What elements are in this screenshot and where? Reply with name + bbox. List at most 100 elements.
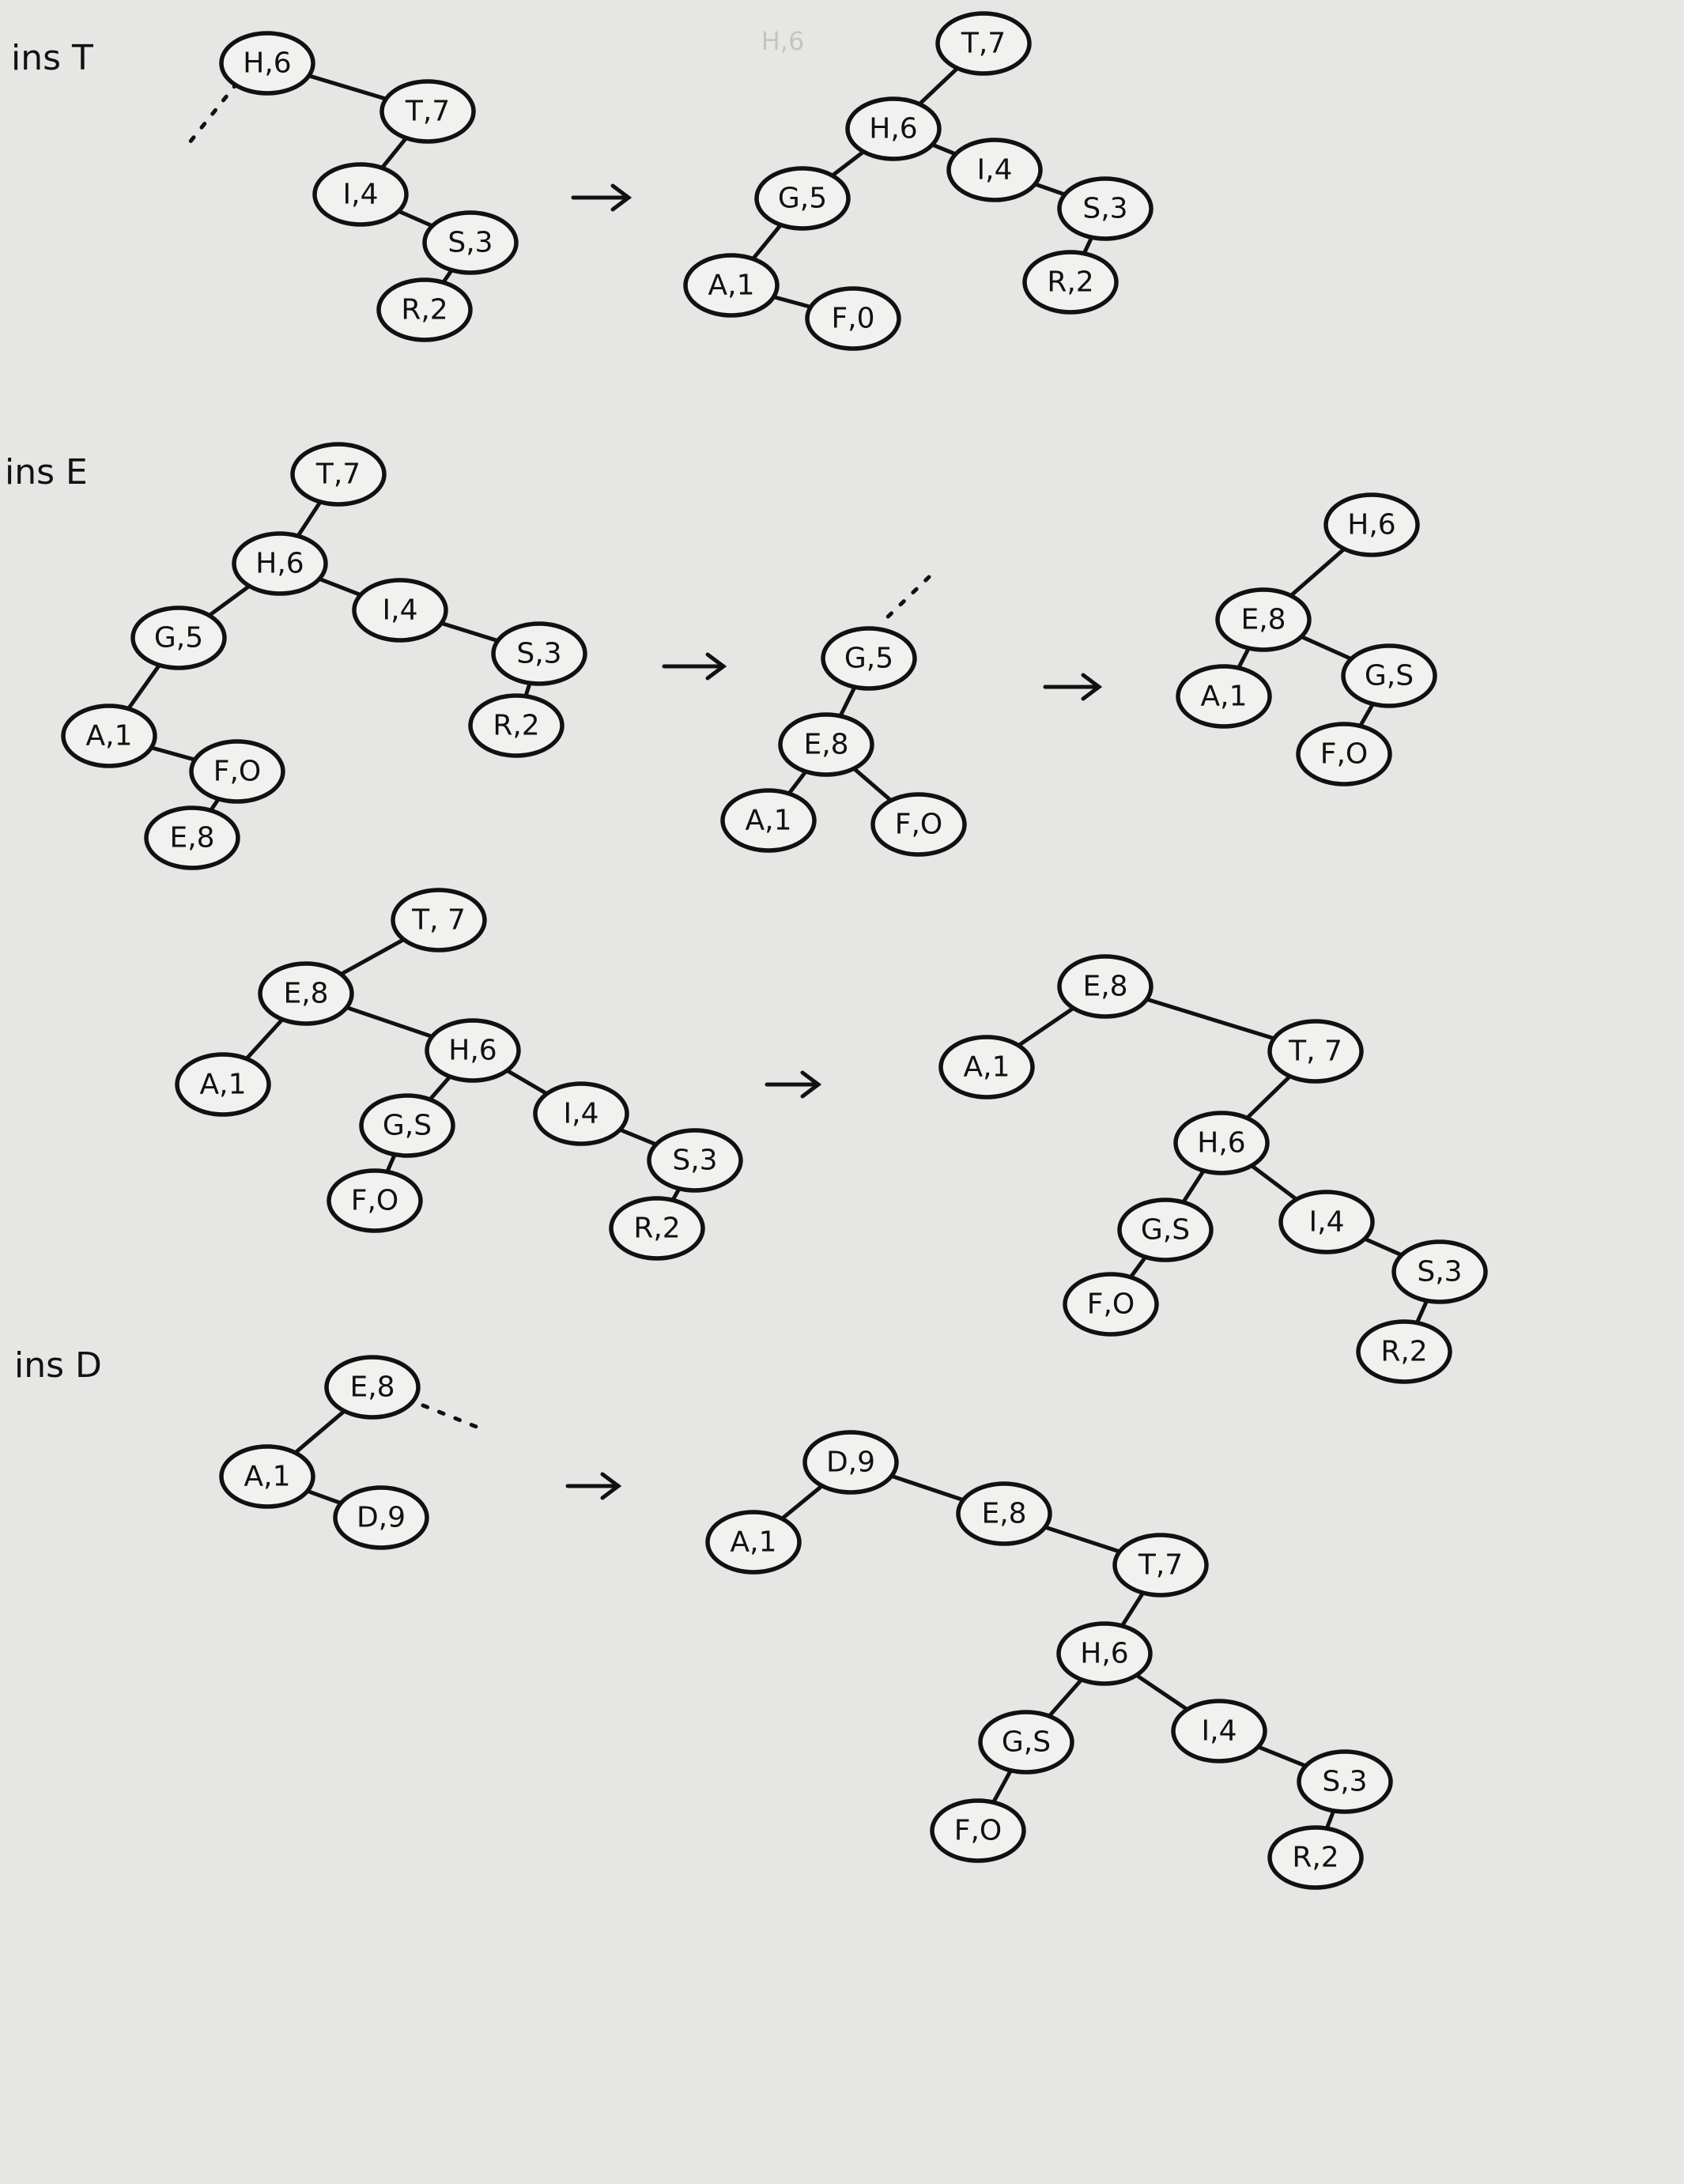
node-label: E,8: [283, 978, 328, 1010]
tree-insT-before: H,6T,7I,4S,3R,2: [219, 31, 519, 342]
tree-node-e8: E,8: [324, 1355, 421, 1420]
node-label: R,2: [493, 710, 539, 742]
tree-node-d9: D,9: [802, 1430, 899, 1495]
node-ellipse: [1278, 1190, 1375, 1254]
node-ellipse: [956, 1481, 1052, 1546]
right-arrow-icon: [565, 1472, 622, 1500]
node-label: G,5: [154, 622, 203, 654]
node-ellipse: [1117, 1198, 1214, 1262]
node-ellipse: [1341, 643, 1437, 708]
node-label: S,3: [1082, 193, 1127, 225]
tree-node-f0: F,O: [189, 739, 285, 804]
node-label: T, 7: [1288, 1035, 1342, 1068]
node-ellipse: [1063, 1272, 1159, 1337]
node-label: D,9: [826, 1447, 875, 1479]
node-ellipse: [324, 1355, 421, 1420]
node-ellipse: [821, 626, 917, 691]
tree-node-t7: T,7: [1112, 1533, 1209, 1597]
node-label: A,1: [964, 1051, 1010, 1084]
node-ellipse: [930, 1798, 1026, 1863]
dashed-edge-ins-t: [187, 81, 240, 145]
node-ellipse: [327, 1168, 423, 1233]
right-arrow-icon: [571, 183, 632, 212]
tree-node-h6: H,6: [1323, 492, 1420, 557]
tree-node-d9: D,9: [333, 1485, 429, 1550]
tree-node-a1: A,1: [938, 1035, 1035, 1100]
tree-node-a1: A,1: [175, 1052, 271, 1117]
node-ellipse: [130, 605, 227, 670]
tree-node-f0: F,O: [327, 1168, 423, 1233]
node-ellipse: [870, 792, 967, 857]
tree-node-i4: I,4: [1171, 1699, 1267, 1763]
tree-node-i4: I,4: [312, 162, 409, 227]
node-ellipse: [290, 442, 387, 507]
tree-node-s3: S,3: [1391, 1239, 1488, 1304]
tree-node-a1: A,1: [705, 1510, 802, 1575]
tree-node-r2: R,2: [468, 693, 564, 758]
node-ellipse: [978, 1710, 1074, 1775]
node-ellipse: [802, 1430, 899, 1495]
node-ellipse: [425, 1018, 521, 1083]
node-ellipse: [422, 210, 519, 275]
node-label: H,6: [1080, 1638, 1128, 1670]
tree-node-i4: I,4: [533, 1081, 629, 1146]
node-label: F,O: [213, 756, 262, 788]
node-ellipse: [232, 531, 328, 596]
tree-node-s3: S,3: [422, 210, 519, 275]
node-label: I,4: [1309, 1206, 1345, 1239]
node-ellipse: [946, 138, 1043, 202]
tree-node-i4: I,4: [946, 138, 1043, 202]
node-label: E,8: [981, 1498, 1026, 1530]
tree-node-i4: I,4: [1278, 1190, 1375, 1254]
node-label: I,4: [1202, 1715, 1237, 1748]
node-label: A,1: [244, 1461, 291, 1493]
tree-node-t7: T,7: [379, 79, 476, 144]
tree-node-t7: T, 7: [391, 888, 487, 952]
node-label: F,O: [895, 809, 943, 841]
node-label: G,S: [1141, 1214, 1190, 1247]
node-label: E,8: [1082, 971, 1127, 1003]
step-label-ins-t: ins T: [11, 38, 93, 78]
node-label: A,1: [731, 1526, 777, 1559]
node-label: T, 7: [411, 904, 466, 937]
tree-node-g5: G,5: [130, 605, 227, 670]
node-label: H,6: [869, 113, 917, 145]
node-ellipse: [219, 31, 315, 96]
node-label: S,3: [672, 1145, 717, 1177]
tree-node-s3: S,3: [491, 621, 587, 686]
node-ellipse: [258, 961, 354, 1026]
node-ellipse: [705, 1510, 802, 1575]
node-label: I,4: [564, 1098, 599, 1130]
node-label: R,2: [1380, 1336, 1427, 1368]
node-ellipse: [1022, 250, 1119, 315]
right-arrow-icon: [662, 652, 727, 681]
tree-node-e8: E,8: [144, 805, 240, 870]
node-label: E,8: [349, 1371, 395, 1404]
node-label: R,2: [1292, 1842, 1339, 1874]
tree-node-g5: G,S: [1117, 1198, 1214, 1262]
node-ellipse: [647, 1128, 743, 1193]
node-ellipse: [312, 162, 409, 227]
node-ellipse: [1323, 492, 1420, 557]
node-ellipse: [609, 1196, 705, 1261]
tree-node-h6: H,6: [845, 96, 942, 161]
node-ellipse: [391, 888, 487, 952]
tree-node-f0: F,O: [1296, 722, 1392, 786]
node-label: A,1: [86, 720, 133, 753]
tree-node-t7: T, 7: [1267, 1019, 1364, 1084]
node-label: R,2: [401, 294, 447, 326]
node-label: A,1: [746, 805, 792, 837]
tree-node-t7: T,7: [290, 442, 387, 507]
node-ellipse: [683, 253, 780, 318]
tree-node-i4: I,4: [352, 578, 448, 643]
tree-node-g5: G,S: [1341, 643, 1437, 708]
tree-node-f0: F,0: [805, 286, 901, 351]
node-label: T,7: [315, 458, 361, 491]
tree-node-e8: E,8: [1215, 587, 1312, 652]
tree-insE-tree: T,7H,6G,5I,4S,3R,2A,1F,OE,8: [61, 442, 587, 870]
node-ellipse: [720, 788, 817, 853]
node-ellipse: [1297, 1749, 1393, 1814]
node-label: F,O: [954, 1815, 1002, 1847]
